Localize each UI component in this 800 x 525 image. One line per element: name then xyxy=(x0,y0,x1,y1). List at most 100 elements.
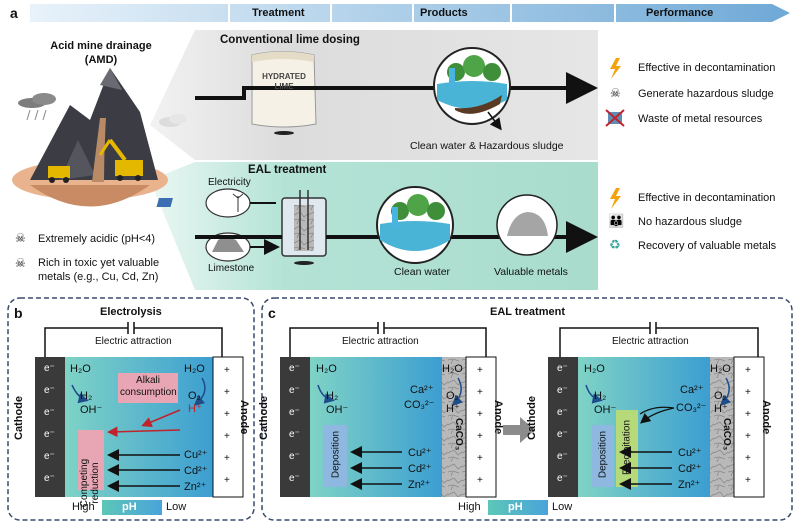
panel-c-right-caco3-label: CaCO₃ xyxy=(721,418,732,451)
panel-c-left-ion-cd: Cd²⁺ xyxy=(408,463,432,475)
panel-b-oh: OH⁻ xyxy=(80,404,103,416)
amd-prop-metals-line1: Rich in toxic yet valuable xyxy=(38,257,160,269)
lime-bag-label-line1: HYDRATED xyxy=(262,72,306,81)
skull-icon: ☠ xyxy=(15,231,26,245)
panel-b-h2o-left: H₂O xyxy=(70,363,91,375)
panel-c-left-cathode-label: Cathode xyxy=(258,396,270,440)
panel-c-left-o2: O₂ xyxy=(446,390,459,402)
panel-c-left-oh: OH⁻ xyxy=(326,404,349,416)
panel-c-plus: + xyxy=(477,409,483,420)
panel-c-plus: + xyxy=(477,387,483,398)
clean-water-label: Clean water xyxy=(394,266,451,278)
eal-input-arrows xyxy=(250,202,276,247)
panel-c-plus: + xyxy=(745,409,751,420)
panel-c-left-electric-attraction: Electric attraction xyxy=(342,336,419,347)
panel-c-right-anode-label: Anode xyxy=(760,400,772,435)
conventional-product-label: Clean water & Hazardous sludge xyxy=(410,140,564,152)
skull-icon: ☠ xyxy=(610,86,621,100)
panel-c-right-anode-arrow xyxy=(719,377,732,407)
panel-b-ph-high: High xyxy=(72,501,95,513)
header-performance: Performance xyxy=(646,7,714,19)
lightning-icon xyxy=(610,58,621,79)
panel-c-right-ion-arrows xyxy=(619,446,672,490)
limestone-label: Limestone xyxy=(208,263,255,274)
conventional-perf-2: Generate hazardous sludge xyxy=(638,88,774,100)
panel-c-right-deposition-box xyxy=(592,425,614,487)
hydrated-lime-bag-icon xyxy=(251,51,317,135)
panel-c-left-ion-cu: Cu²⁺ xyxy=(408,447,432,459)
panel-c-right-ion-cd: Cd²⁺ xyxy=(678,463,702,475)
panel-c-electron: e⁻ xyxy=(289,451,300,462)
panel-c-electron: e⁻ xyxy=(289,407,300,418)
panel-b-plus: + xyxy=(224,365,230,376)
panel-b-electron: e⁻ xyxy=(44,407,55,418)
panel-b-ion-zn: Zn²⁺ xyxy=(184,481,207,493)
panel-c-plus: + xyxy=(745,431,751,442)
panel-c-ph-low: Low xyxy=(552,501,573,513)
amd-mountain-illustration xyxy=(12,68,187,207)
panel-c-right-cathode xyxy=(548,357,578,497)
header-arrow xyxy=(30,4,790,22)
panel-c-left-anode-label: Anode xyxy=(492,400,504,435)
amd-prop-metals-line2: metals (e.g., Cu, Cd, Zn) xyxy=(38,271,159,283)
panel-c-electron: e⁻ xyxy=(289,429,300,440)
proton-reduction-arrow xyxy=(107,426,181,438)
panel-c-left-h2o: H₂O xyxy=(316,363,337,375)
panel-c-left-circuit xyxy=(289,327,487,357)
eal-perf-1: Effective in decontamination xyxy=(638,192,776,204)
competing-reduction-box xyxy=(78,430,104,490)
conventional-process-arrow xyxy=(195,72,598,104)
eal-perf-3: Recovery of valuable metals xyxy=(638,240,777,252)
conventional-title: Conventional lime dosing xyxy=(220,34,360,46)
lightning-icon xyxy=(610,188,621,209)
precipitation-arrows xyxy=(640,406,675,422)
panel-c-electron: e⁻ xyxy=(557,363,568,374)
panel-c-electron: e⁻ xyxy=(289,385,300,396)
panel-b-anode xyxy=(212,356,244,498)
panel-c-electron: e⁻ xyxy=(557,407,568,418)
conventional-perf-1: Effective in decontamination xyxy=(638,62,776,74)
panel-b-title: Electrolysis xyxy=(100,306,162,318)
panel-c-left-deposition-label: Deposition xyxy=(330,430,342,479)
panel-b-anode-label: Anode xyxy=(238,400,250,435)
panel-b-h-plus: H⁺ xyxy=(188,403,202,415)
panel-c-left-caco3 xyxy=(442,357,466,497)
electricity-icon xyxy=(156,188,251,218)
eal-perf-2: No hazardous sludge xyxy=(638,216,742,228)
alkali-consumption-box xyxy=(118,373,178,403)
panel-b-plus: + xyxy=(224,409,230,420)
panel-c-left-water-arrow xyxy=(317,384,335,404)
panel-c-ph-high: High xyxy=(458,501,481,513)
panel-c-title: EAL treatment xyxy=(490,306,565,318)
panel-c-left-h2o-right: H₂O xyxy=(442,363,463,375)
panel-c-plus: + xyxy=(745,453,751,464)
people-icon: 👪 xyxy=(608,213,625,228)
skull-icon: ☠ xyxy=(15,256,26,270)
panel-c-left-anode xyxy=(465,356,497,498)
panel-b-ph-bar xyxy=(102,500,162,515)
panel-c-right-precipitation-label: Precipitation xyxy=(621,419,633,476)
panel-c-right-h-plus: H⁺ xyxy=(714,403,728,415)
panel-b-electron: e⁻ xyxy=(44,429,55,440)
panel-b-plus: + xyxy=(224,387,230,398)
panel-b-border xyxy=(7,297,255,521)
panel-c-left-h2: H₂ xyxy=(326,390,339,402)
panel-c-electron: e⁻ xyxy=(557,385,568,396)
header-treatment: Treatment xyxy=(252,7,305,19)
panel-c-right-h2: H₂ xyxy=(594,390,607,402)
panel-b-h2: H₂ xyxy=(80,390,93,402)
panel-c-right-o2: O₂ xyxy=(714,390,727,402)
panel-c-plus: + xyxy=(745,475,751,486)
panel-b-ph-low: Low xyxy=(166,501,187,513)
panel-c-electron: e⁻ xyxy=(289,473,300,484)
panel-c-right-anode xyxy=(733,356,765,498)
panel-c-ph-bar xyxy=(488,500,548,515)
panel-c-transition-arrow xyxy=(503,417,535,443)
panel-b-letter: b xyxy=(14,305,23,321)
clean-water-icon xyxy=(376,186,454,264)
performance-icons xyxy=(605,58,625,209)
panel-c-electron: e⁻ xyxy=(557,451,568,462)
electricity-label: Electricity xyxy=(208,177,251,188)
panel-c-plus: + xyxy=(477,475,483,486)
